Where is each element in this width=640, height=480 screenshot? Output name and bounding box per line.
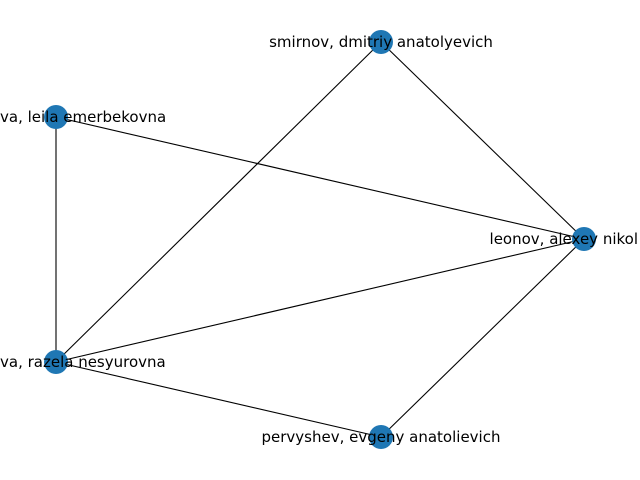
- node-leila: [44, 105, 68, 129]
- edge-leila-leonov: [55, 116, 585, 240]
- node-label-razela: va, razela nesyurovna: [0, 353, 166, 371]
- label-layer: smirnov, dmitriy anatolyevich va, leila e…: [0, 33, 638, 446]
- node-layer: [44, 30, 596, 449]
- edge-razela-leonov: [55, 238, 585, 363]
- node-razela: [44, 350, 68, 374]
- node-label-leila: va, leila emerbekovna: [0, 108, 166, 126]
- edge-pervyshev-leonov: [380, 238, 585, 438]
- node-label-smirnov: smirnov, dmitriy anatolyevich: [269, 33, 493, 51]
- node-label-pervyshev: pervyshev, evgeny anatolievich: [262, 428, 501, 446]
- node-label-leonov: leonov, alexey nikol: [490, 230, 638, 248]
- edge-layer: [55, 41, 585, 438]
- edge-smirnov-leonov: [380, 41, 585, 240]
- node-pervyshev: [369, 425, 393, 449]
- edge-razela-pervyshev: [55, 361, 382, 438]
- edge-smirnov-razela: [55, 41, 382, 363]
- node-leonov: [572, 227, 596, 251]
- node-smirnov: [369, 30, 393, 54]
